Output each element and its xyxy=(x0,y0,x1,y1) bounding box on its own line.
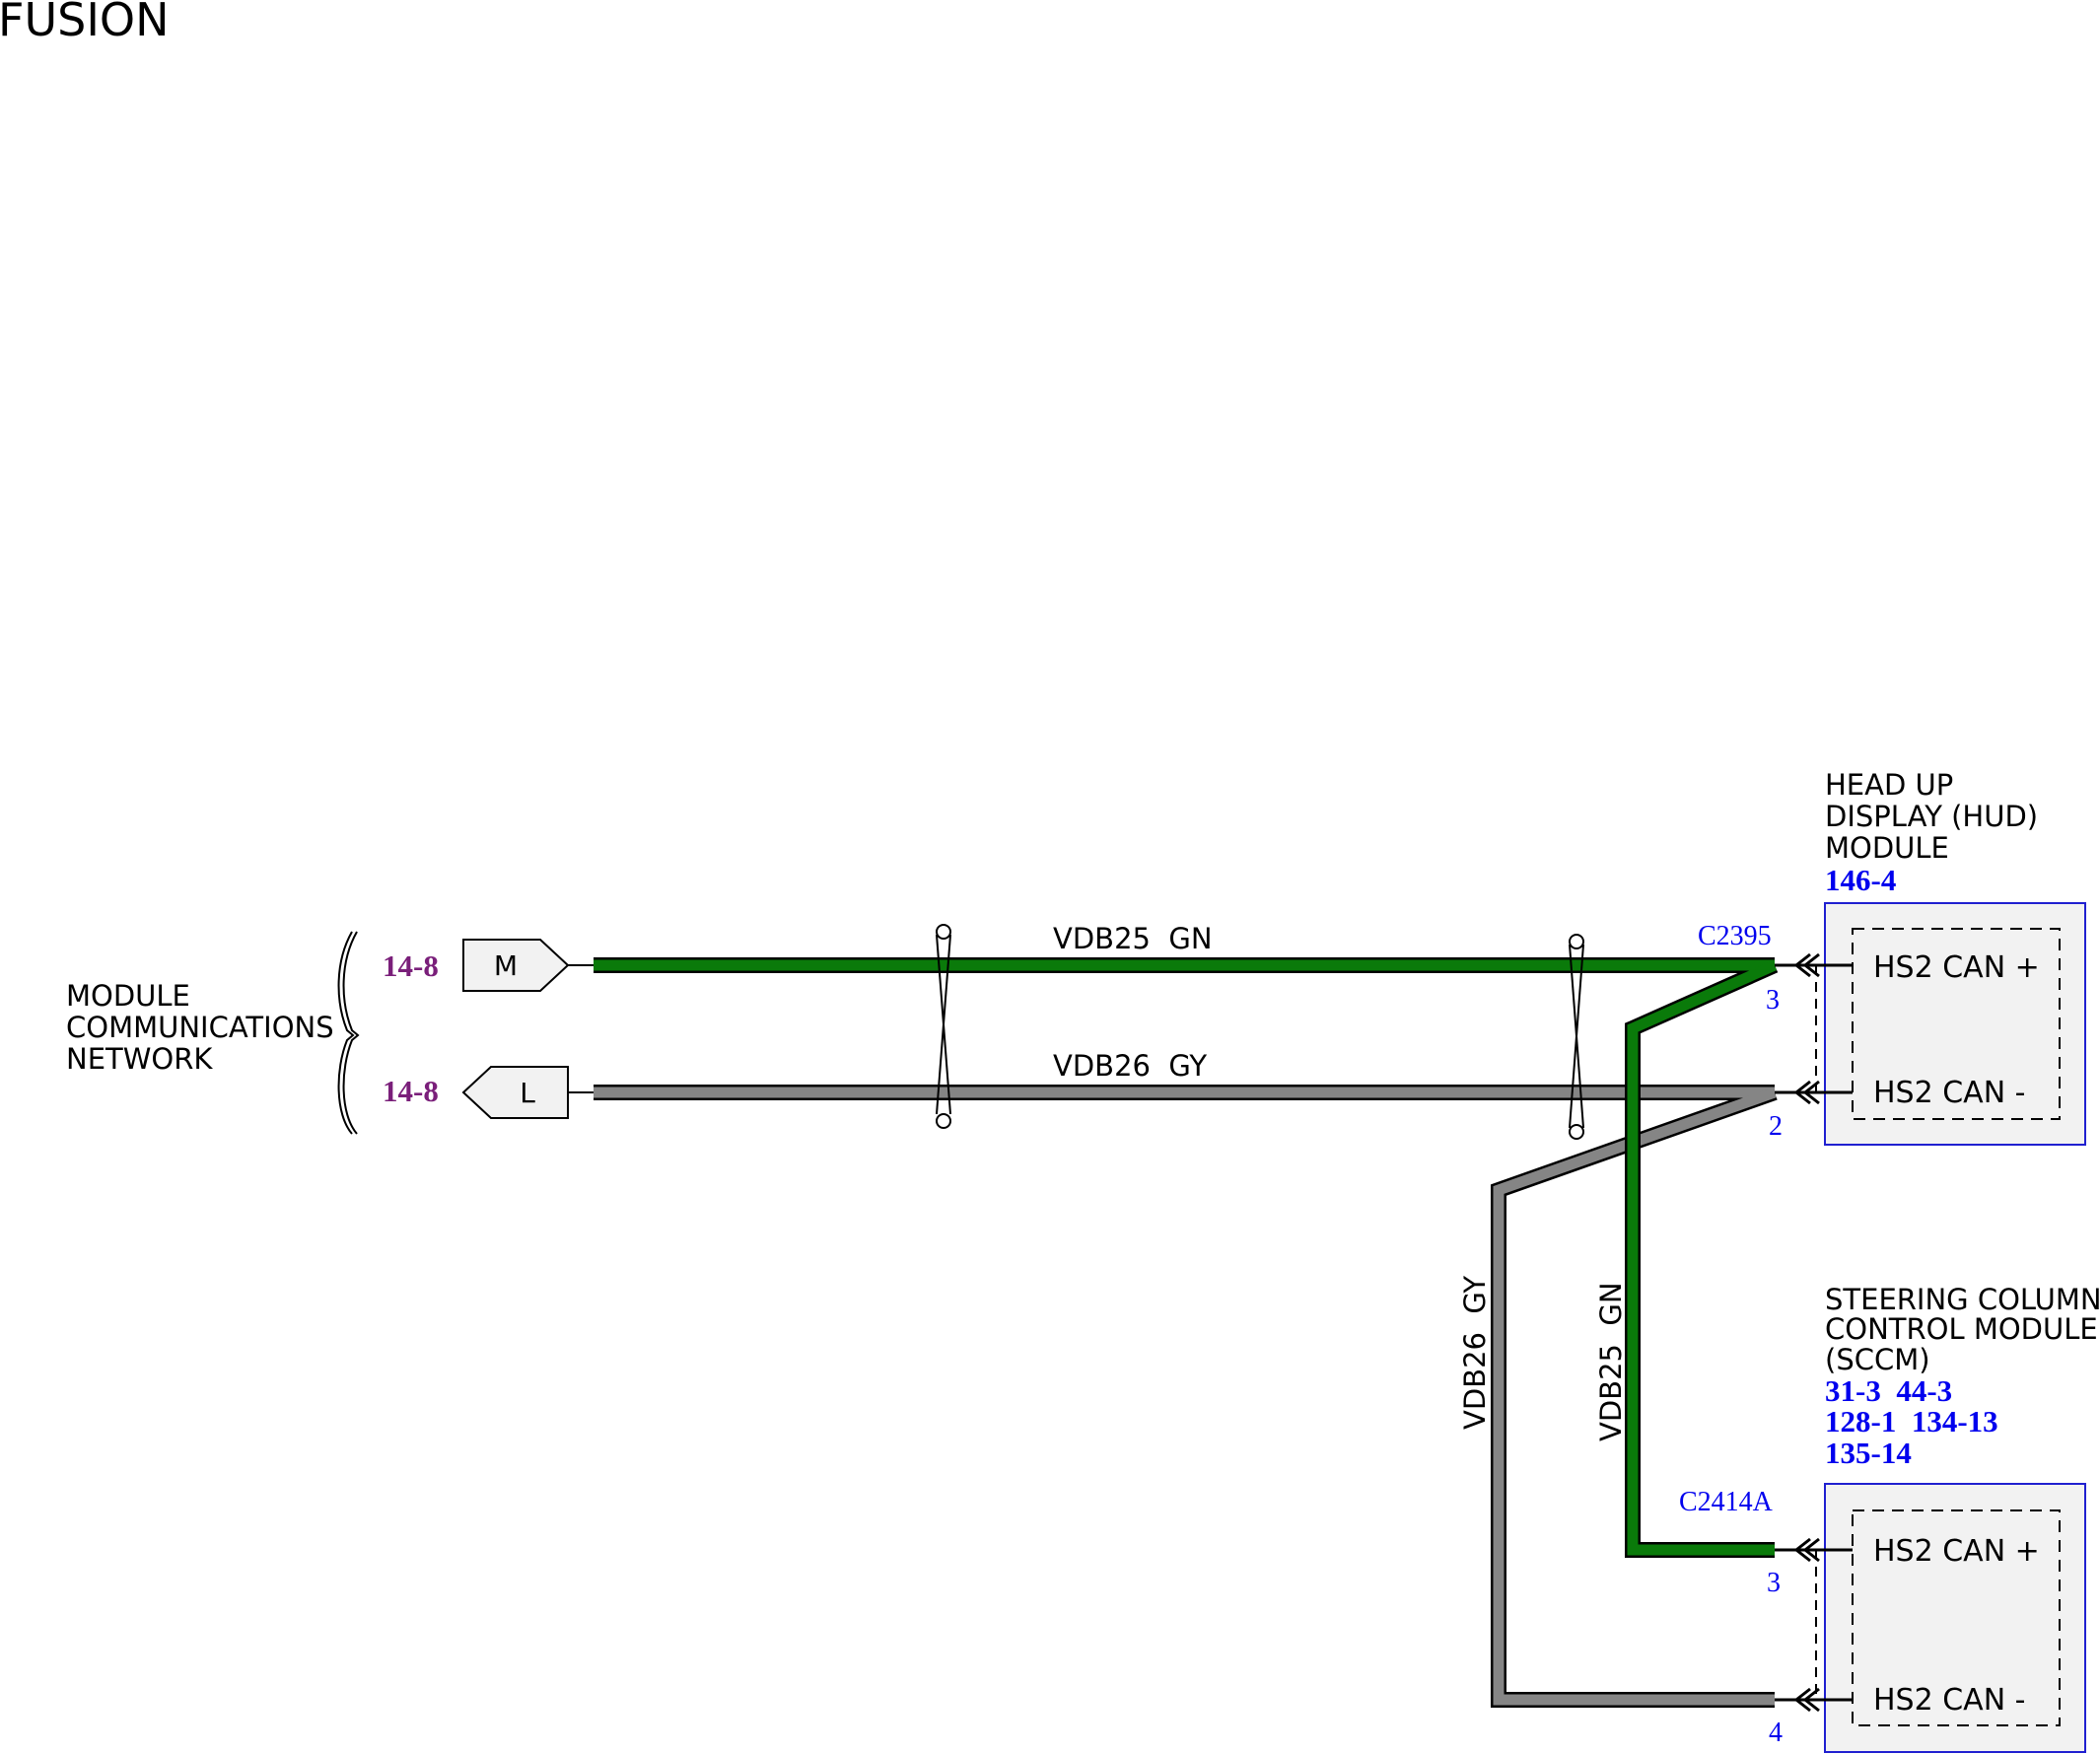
twisted-pair-symbol-1 xyxy=(936,924,951,1129)
hud-pin-3-number: 3 xyxy=(1766,985,1780,1016)
sccm-ref-line-3[interactable]: 135-14 xyxy=(1825,1436,1912,1470)
sccm-name-line-3: (SCCM) xyxy=(1825,1343,1930,1376)
hud-connector-id: C2395 xyxy=(1698,921,1772,951)
wire-label-vdb26-vertical: VDB26 GY xyxy=(1458,1276,1492,1430)
hud-pin-2-label: HS2 CAN - xyxy=(1873,1076,2026,1110)
wire-label-vdb26-lower: VDB26 GY xyxy=(1053,1049,1207,1083)
sccm-connector-id: C2414A xyxy=(1679,1487,1774,1517)
sccm-pin-4-number: 4 xyxy=(1769,1718,1783,1748)
sccm-module-box[interactable] xyxy=(1824,1483,2086,1753)
hud-ref-link[interactable]: 146-4 xyxy=(1825,863,1896,897)
sccm-pin-4-label: HS2 CAN - xyxy=(1873,1683,2026,1718)
sccm-ref-line-2[interactable]: 128-1 134-13 xyxy=(1825,1404,1998,1438)
sccm-pin-4-terminal[interactable] xyxy=(1775,1687,1853,1713)
wire-label-vdb25-vertical: VDB25 GN xyxy=(1594,1282,1628,1441)
hud-pin-2-number: 2 xyxy=(1769,1111,1783,1142)
wire-label-vdb25-upper: VDB25 GN xyxy=(1053,922,1213,955)
sccm-inner-dashed-box xyxy=(1852,1509,2061,1726)
hud-pin-3-label: HS2 CAN + xyxy=(1873,950,2040,985)
hud-pin-3-terminal[interactable] xyxy=(1775,952,1853,978)
hud-inner-dashed-box xyxy=(1852,928,2061,1120)
hud-name-line-2: DISPLAY (HUD) xyxy=(1825,800,2038,833)
twisted-pair-symbol-2 xyxy=(1569,934,1584,1140)
sccm-name-line-2: CONTROL MODULE xyxy=(1825,1312,2098,1346)
page-ref-l[interactable]: 14-8 xyxy=(383,1074,439,1108)
hud-pin-2-terminal[interactable] xyxy=(1775,1080,1853,1105)
sccm-pin-3-number: 3 xyxy=(1767,1568,1781,1598)
page-ref-m[interactable]: 14-8 xyxy=(383,948,439,983)
network-label-line-3: NETWORK xyxy=(66,1042,213,1076)
connector-l-label: L xyxy=(520,1077,535,1109)
hud-name-line-1: HEAD UP xyxy=(1825,768,1953,802)
connector-m-arrow[interactable] xyxy=(462,939,570,992)
sccm-name-line-1: STEERING COLUMN xyxy=(1825,1283,2100,1316)
hud-name-line-3: MODULE xyxy=(1825,831,1949,865)
connector-l-arrow[interactable] xyxy=(461,1066,569,1119)
network-label-line-1: MODULE xyxy=(66,979,190,1013)
sccm-pin-3-terminal[interactable] xyxy=(1775,1537,1853,1563)
connector-m-label: M xyxy=(494,949,518,982)
network-brace xyxy=(337,931,360,1135)
sccm-ref-line-1[interactable]: 31-3 44-3 xyxy=(1825,1373,1952,1408)
page-title: FUSION xyxy=(0,0,170,46)
network-label-line-2: COMMUNICATIONS xyxy=(66,1011,334,1044)
hud-module-box[interactable] xyxy=(1824,902,2086,1146)
wire-vdb25-gn-fill xyxy=(594,959,1778,1556)
sccm-pin-3-label: HS2 CAN + xyxy=(1873,1534,2040,1569)
